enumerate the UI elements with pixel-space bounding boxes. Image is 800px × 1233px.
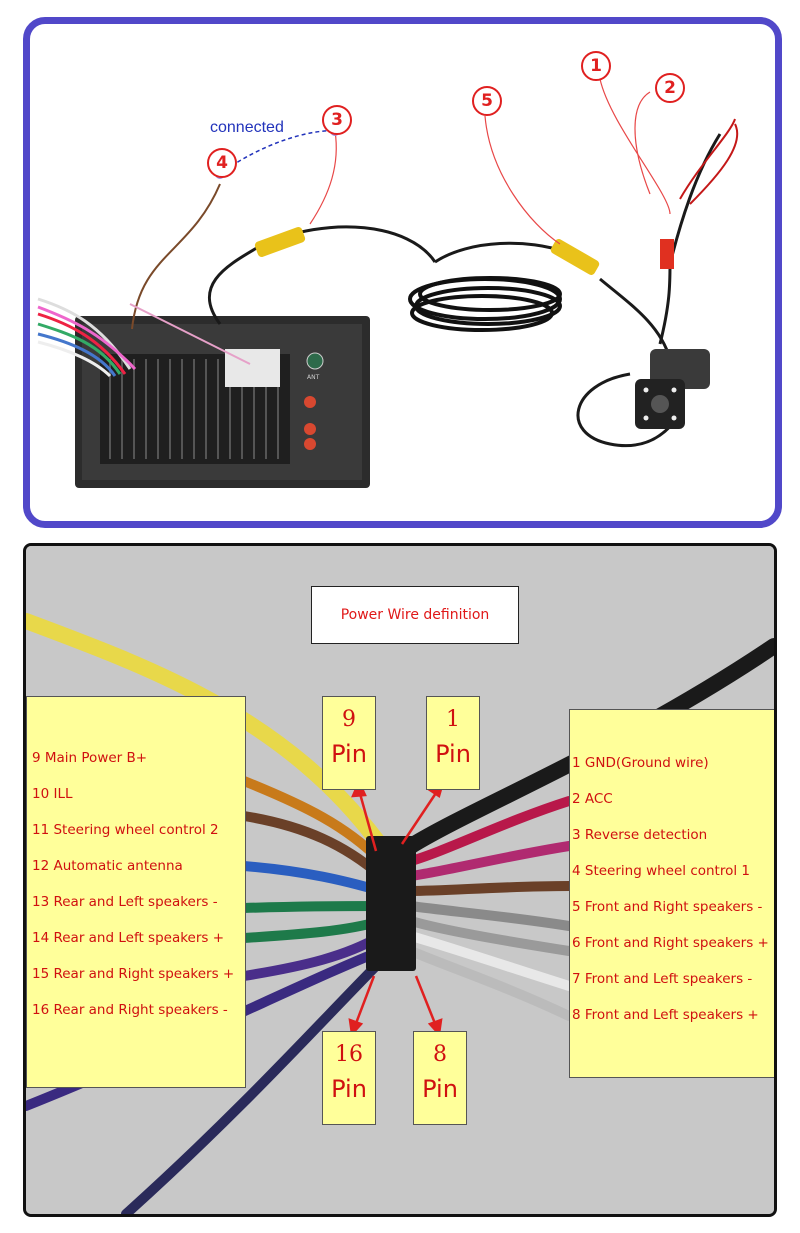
pin-9-label: 9 Pin [322, 696, 376, 790]
callout-3: 3 [322, 105, 352, 135]
pin-definition: 8 Front and Left speakers + [572, 1007, 759, 1023]
diagram-title: Power Wire definition [311, 586, 519, 644]
callout-2: 2 [655, 73, 685, 103]
rca-connector-right [550, 239, 600, 275]
wiring-photo-panel: ANT [23, 17, 782, 528]
head-unit: ANT [75, 316, 370, 488]
pin-definition: 7 Front and Left speakers - [572, 971, 753, 987]
brown-wire [131, 183, 221, 330]
wiring-photo: ANT [37, 78, 739, 488]
left-pin-definitions: 9 Main Power B+ 10 ILL 11 Steering wheel… [26, 696, 246, 1088]
pin-definition: 9 Main Power B+ [32, 750, 148, 766]
pin-number: 9 [342, 707, 356, 732]
harness-connector [366, 836, 416, 971]
connected-label: connected [210, 119, 284, 136]
pin-number: 16 [335, 1042, 363, 1067]
pin-definition: 16 Rear and Right speakers - [32, 1002, 228, 1018]
callout-4: 4 [207, 148, 237, 178]
pin-text: Pin [435, 740, 471, 768]
pin-8-label: 8 Pin [413, 1031, 467, 1125]
video-cable [207, 225, 437, 325]
pin-definition: 3 Reverse detection [572, 827, 708, 843]
pin-definition: 11 Steering wheel control 2 [32, 822, 219, 838]
connected-link [219, 130, 336, 175]
pin-number: 8 [433, 1042, 447, 1067]
pin-definition: 12 Automatic antenna [32, 858, 183, 874]
pin-number: 1 [446, 707, 460, 732]
right-pin-definitions: 1 GND(Ground wire) 2 ACC 3 Reverse detec… [569, 709, 774, 1078]
cable-coil [408, 276, 562, 332]
callout-1: 1 [581, 51, 611, 81]
pin-definition: 15 Rear and Right speakers + [32, 966, 235, 982]
pin-definition: 6 Front and Right speakers + [572, 935, 769, 951]
harness-bundle [37, 297, 137, 378]
pin-text: Pin [331, 1075, 367, 1103]
reverse-camera [635, 349, 710, 429]
pin-definition: 1 GND(Ground wire) [572, 755, 709, 771]
callout-5: 5 [472, 86, 502, 116]
pin-text: Pin [331, 740, 367, 768]
pin-definition: 10 ILL [32, 786, 73, 802]
rca-connector-left [254, 227, 306, 257]
pink-wire [129, 303, 251, 365]
pin-definition: 5 Front and Right speakers - [572, 899, 763, 915]
pin-definition: 2 ACC [572, 791, 613, 807]
pin-definition: 4 Steering wheel control 1 [572, 863, 750, 879]
pin-definition: 13 Rear and Left speakers - [32, 894, 218, 910]
pin-definition: 14 Rear and Left speakers + [32, 930, 225, 946]
pin-16-label: 16 Pin [322, 1031, 376, 1125]
pin-text: Pin [422, 1075, 458, 1103]
red-connector [660, 239, 674, 269]
power-wire-panel: Power Wire definition 9 Pin 1 Pin 16 Pin… [23, 543, 777, 1217]
svg-text:ANT: ANT [307, 374, 320, 381]
pin-1-label: 1 Pin [426, 696, 480, 790]
